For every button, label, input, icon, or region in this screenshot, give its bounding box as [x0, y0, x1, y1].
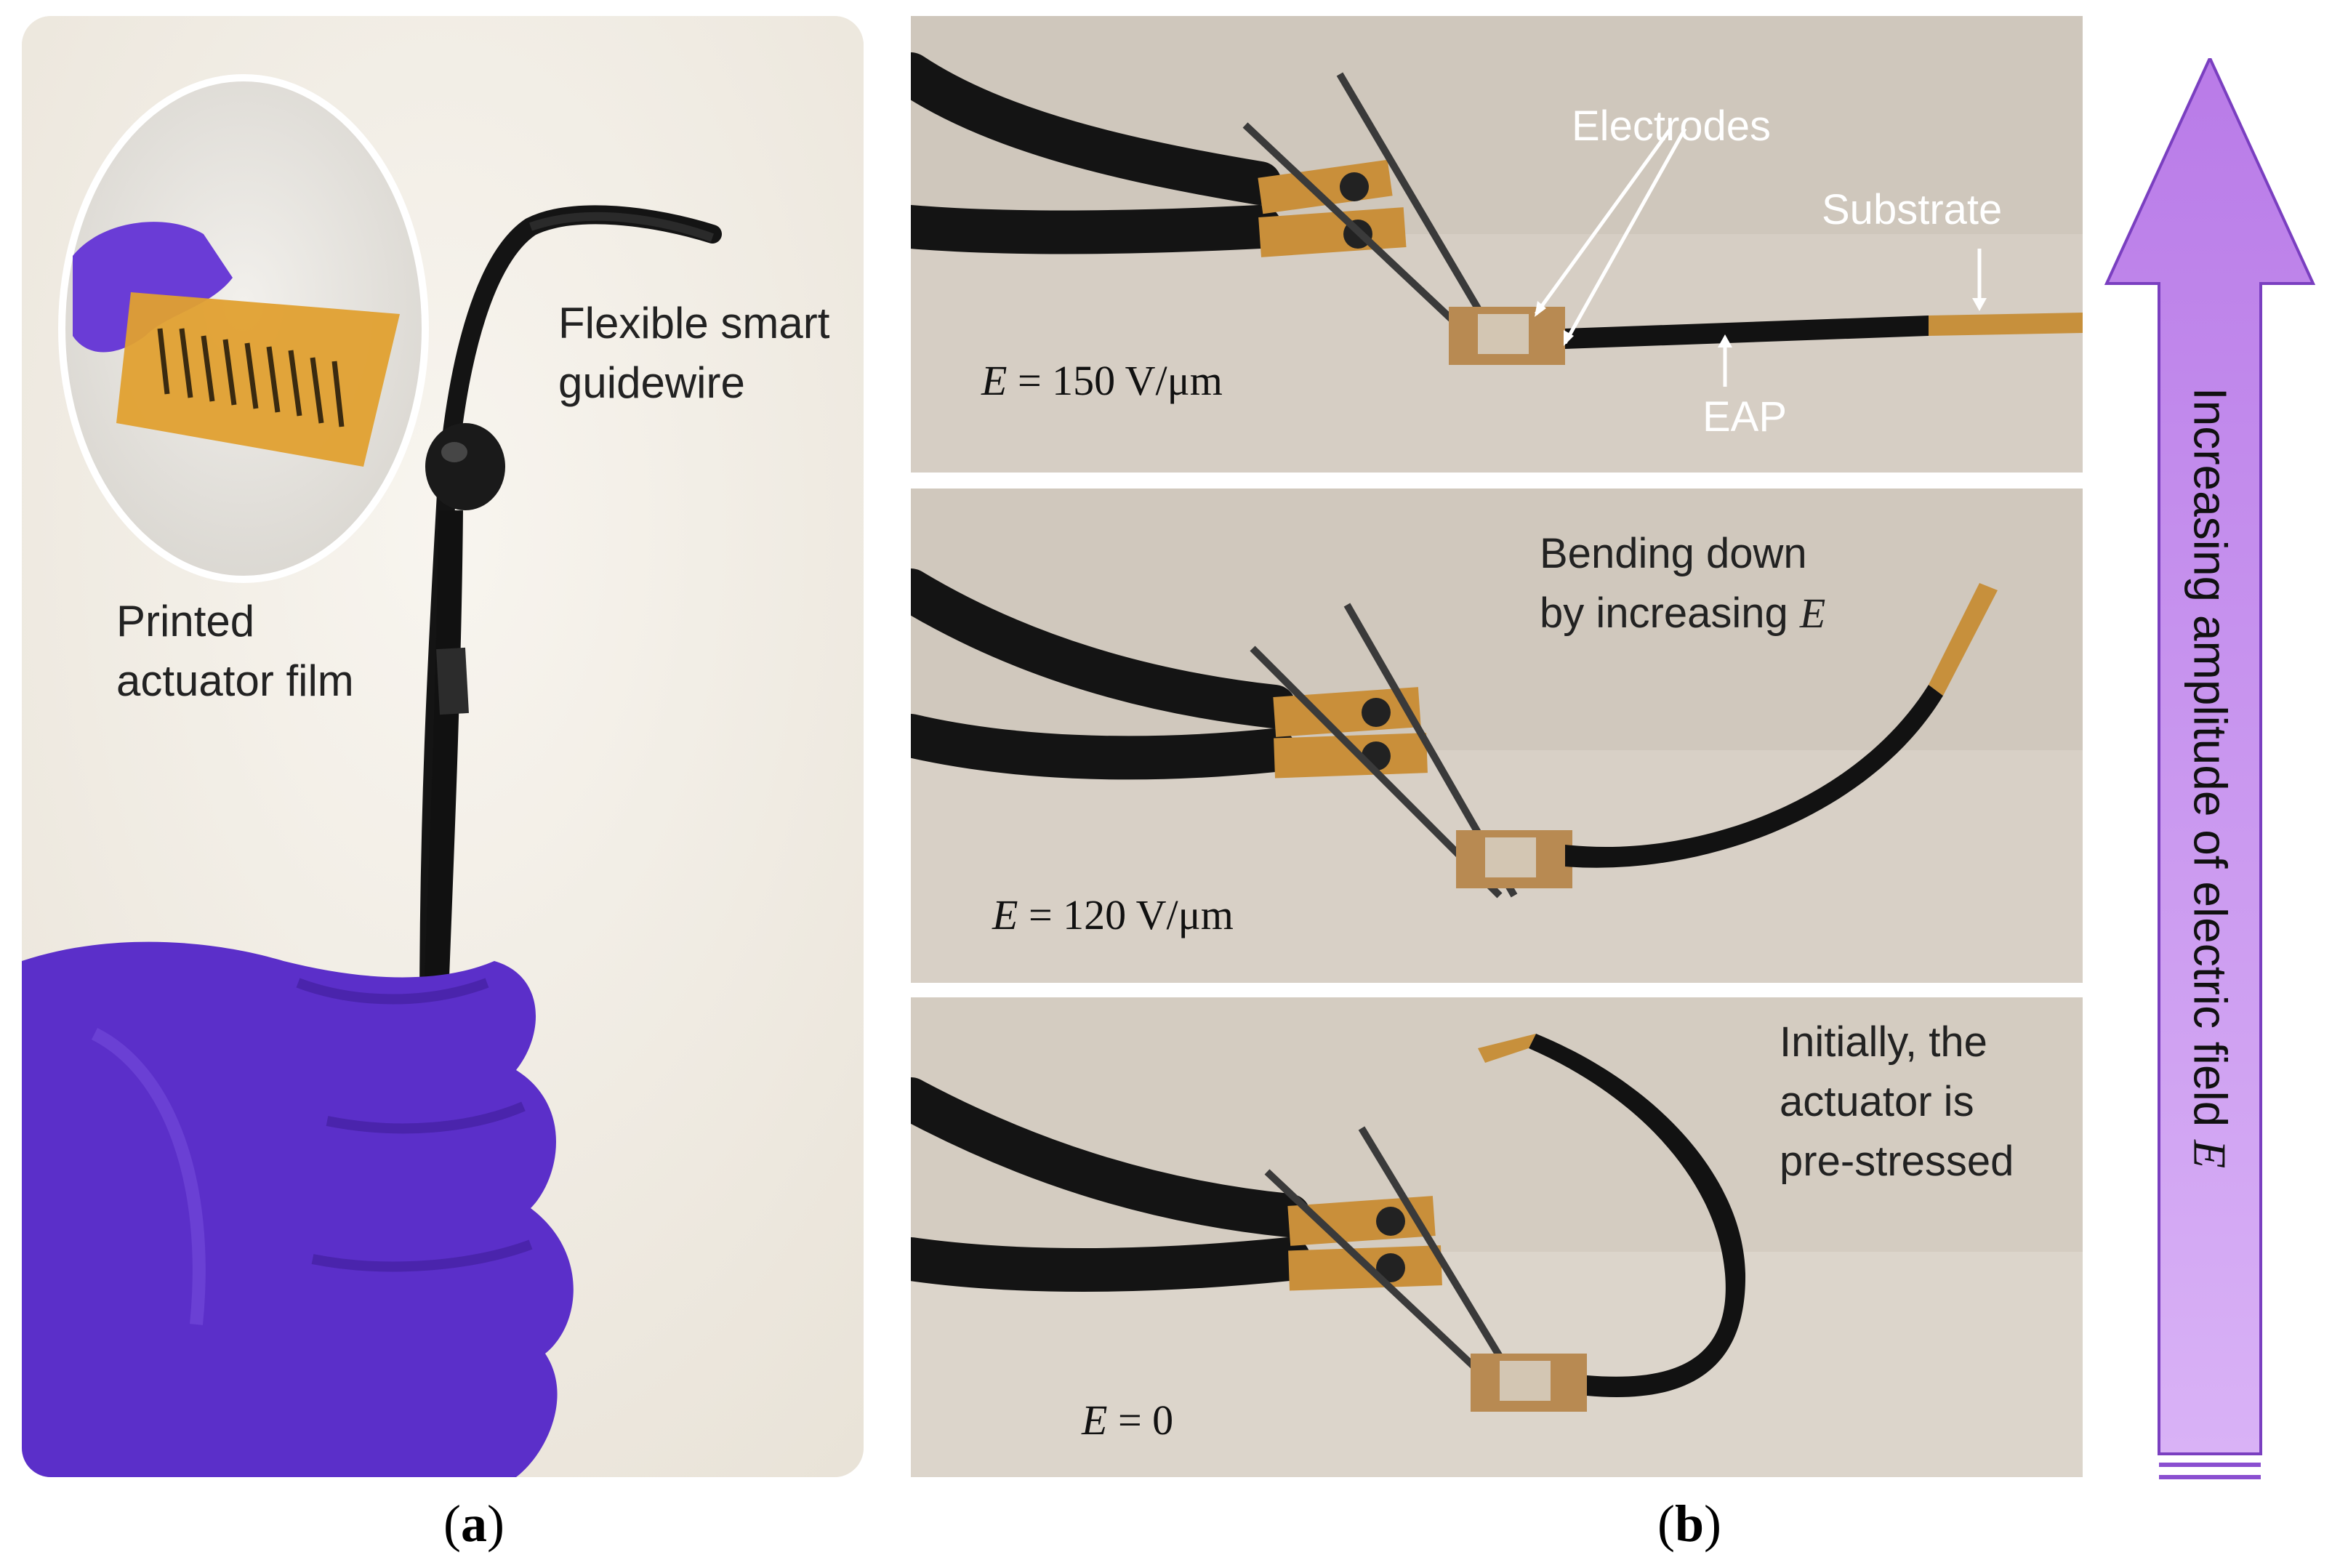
panel-b-bottom-scene [911, 997, 2083, 1477]
panel-b-top-photo [911, 16, 2083, 473]
panel-b-middle-scene [911, 489, 2083, 983]
label-printed-film-line2: actuator film [116, 656, 354, 705]
guidewire-bulb [425, 423, 505, 510]
equation-top: E = 150 V/μm [981, 357, 1223, 404]
note-initial-line1: Initially, the [1780, 1018, 1987, 1066]
note-initial-line2: actuator is [1780, 1078, 1974, 1125]
label-eap: EAP [1702, 393, 1788, 441]
label-printed-film-line1: Printed [116, 597, 255, 646]
panel-a-photo [22, 16, 864, 1477]
caption-a: (a) [443, 1495, 504, 1553]
panel-a-scene [22, 16, 864, 1477]
label-substrate: Substrate [1822, 186, 2003, 233]
panel-b-top-scene [911, 16, 2083, 473]
increasing-field-arrow [2104, 58, 2316, 1479]
arrow-label: Increasing amplitude of electric field E [2184, 387, 2237, 1169]
label-flexible-guidewire-line1: Flexible smart [558, 299, 830, 347]
inset-film [116, 292, 400, 467]
panel-b-middle-photo [911, 489, 2083, 983]
equation-middle: E = 120 V/μm [992, 891, 1234, 938]
caption-b: (b) [1657, 1495, 1722, 1553]
note-bending-line2: by increasing E [1540, 590, 1826, 637]
glove [22, 941, 574, 1477]
equation-bottom: E = 0 [1082, 1396, 1174, 1444]
panel-b-bottom-photo [911, 997, 2083, 1477]
note-initial-line3: pre-stressed [1780, 1138, 2014, 1185]
label-flexible-guidewire-line2: guidewire [558, 358, 745, 407]
label-electrodes: Electrodes [1572, 102, 1772, 150]
note-bending-line1: Bending down [1540, 530, 1807, 577]
